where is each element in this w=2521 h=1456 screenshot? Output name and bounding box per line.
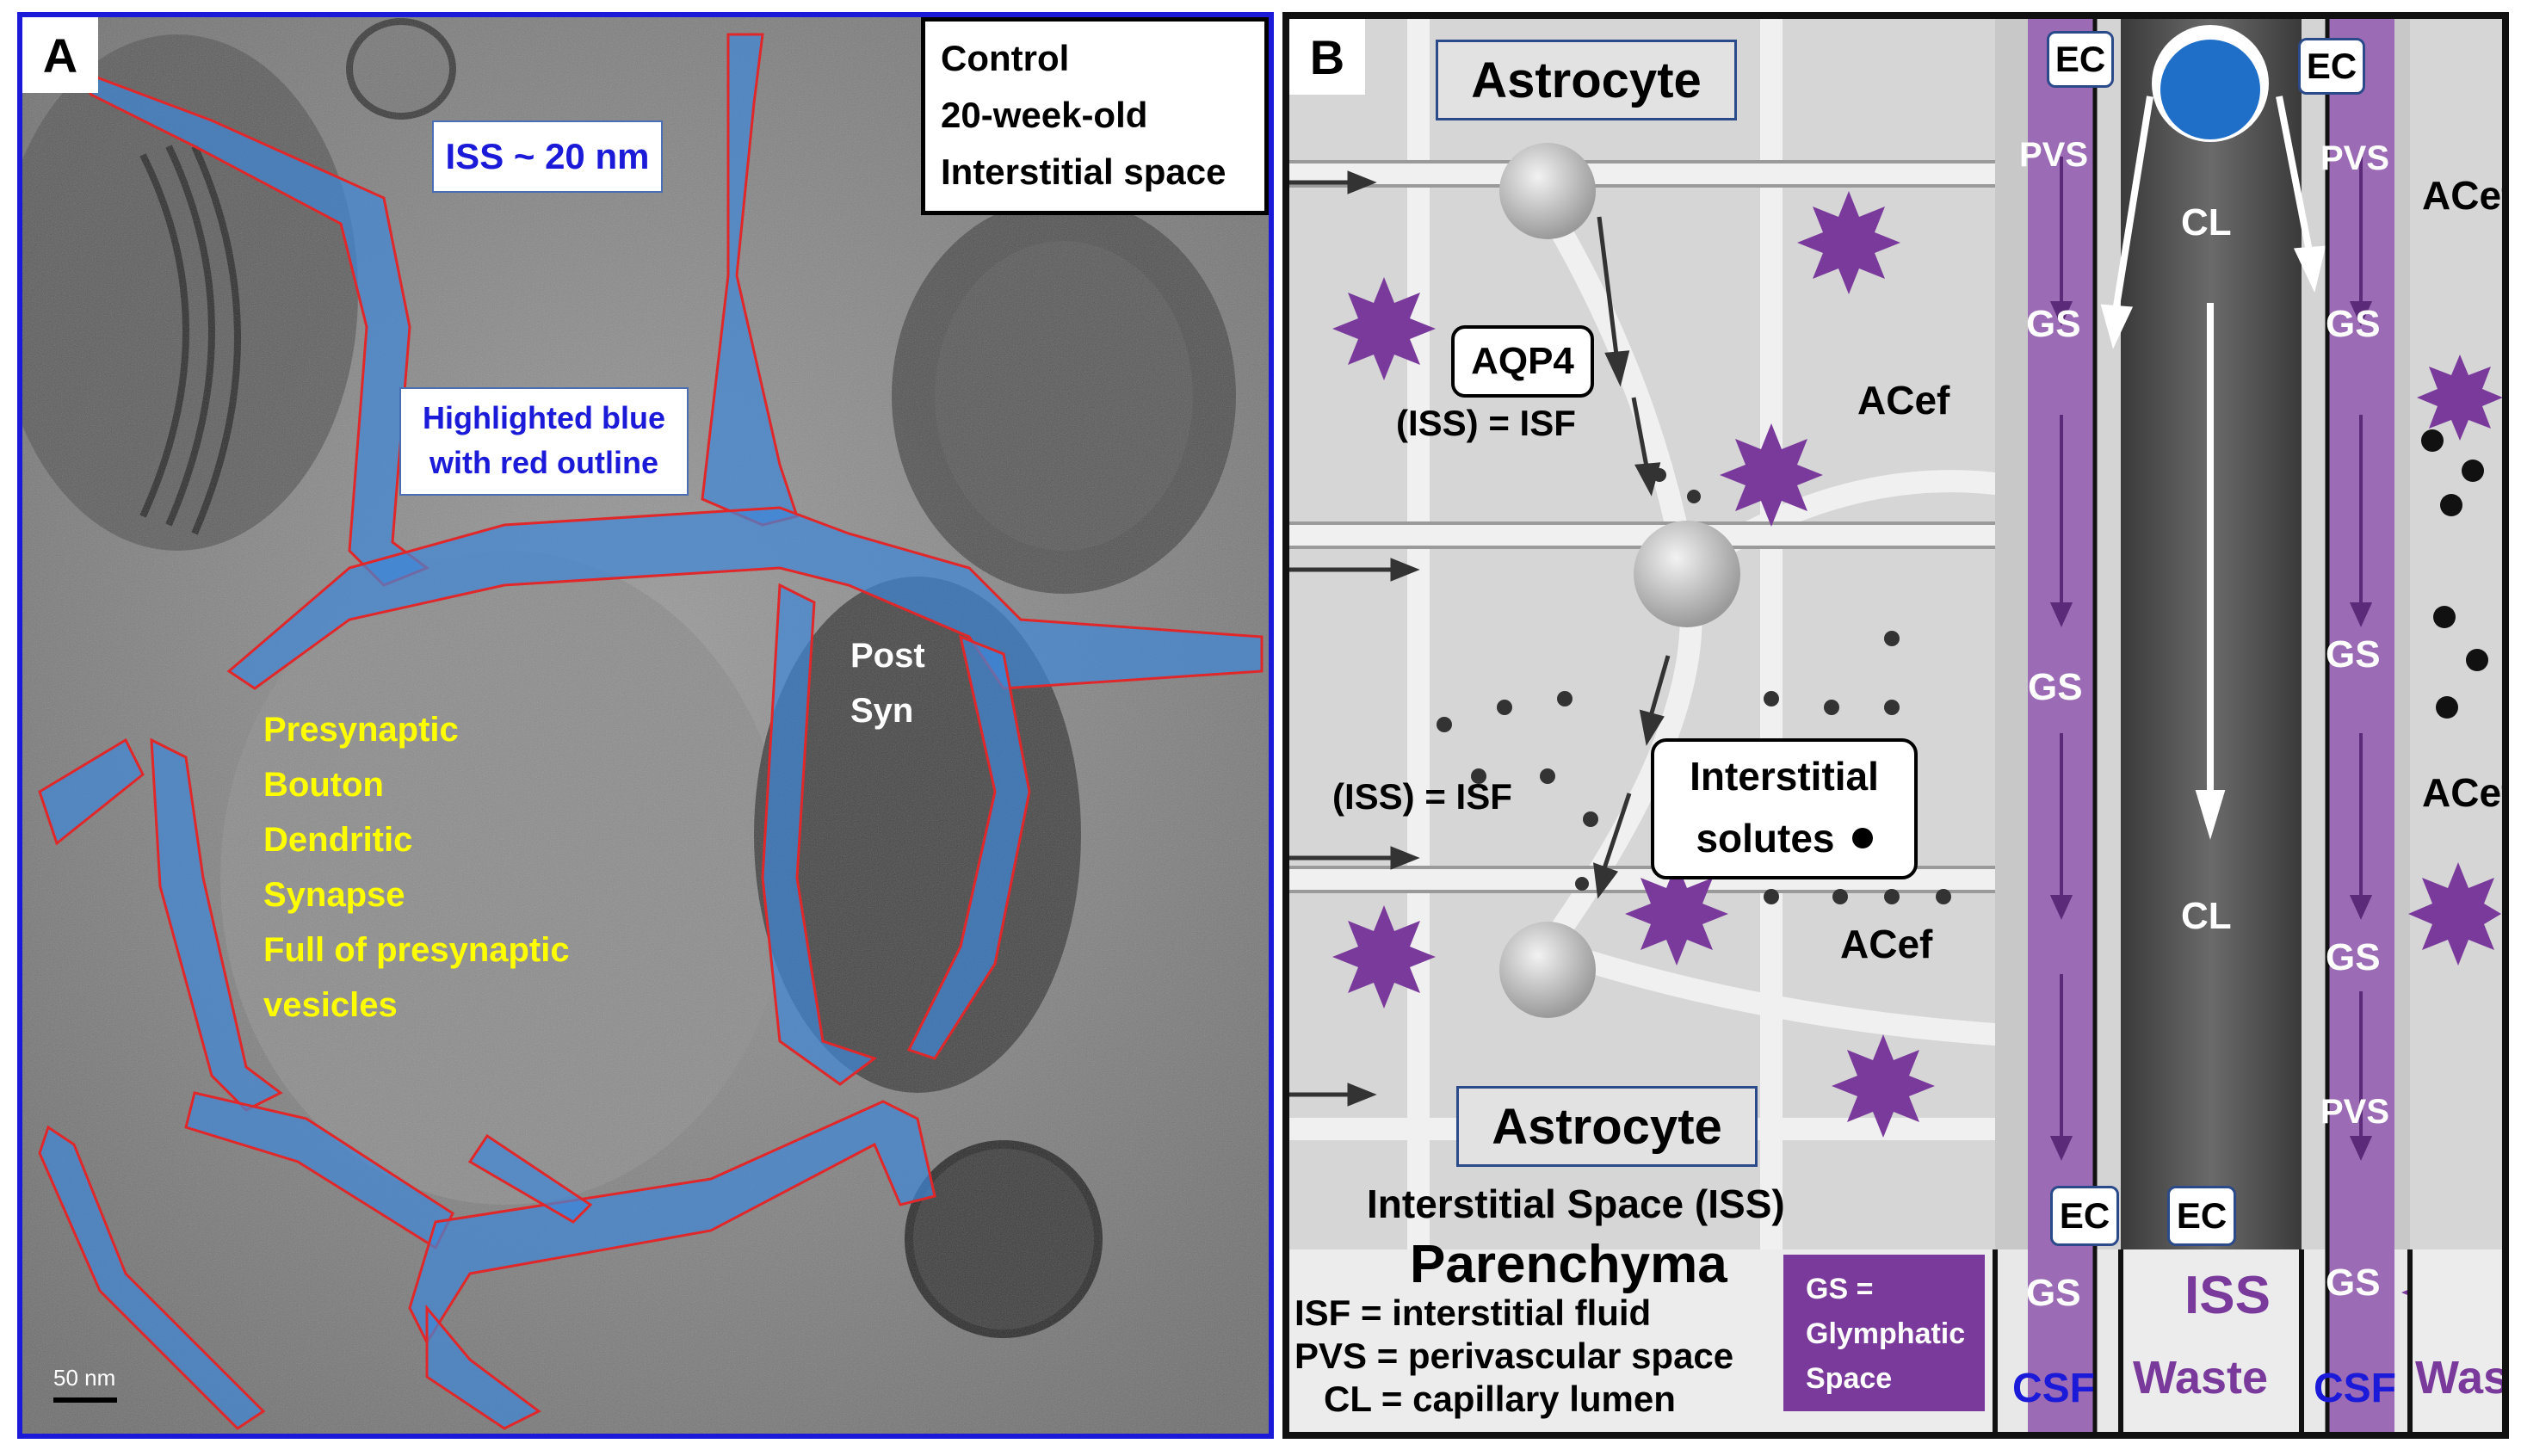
ec-top-right: EC (2298, 38, 2365, 95)
pvs-left-label: PVS (2019, 136, 2088, 175)
blood-cell (2160, 40, 2260, 139)
gs-left-2: GS (2028, 666, 2083, 709)
panel-b-diagram: B Astrocyte Astrocyte AQP4 (ISS) = ISF (… (1282, 12, 2509, 1439)
iss-isf-label-1: (ISS) = ISF (1396, 403, 1576, 444)
gs-left-1: GS (2026, 303, 2081, 346)
astrocyte-soma-2 (1634, 521, 1740, 627)
legend-pvs: PVS = perivascular space (1294, 1336, 1733, 1377)
waste-right-label: Waste (2415, 1351, 2509, 1404)
bottom-iss-label: ISS (2184, 1265, 2271, 1326)
acef-label-3: ACef (2422, 172, 2509, 219)
acef-label-4: ACef (2422, 769, 2509, 816)
cl-mid-label: CL (2181, 895, 2232, 938)
acef-label-1: ACef (1857, 377, 1949, 423)
astrocyte-soma-3 (1499, 922, 1596, 1018)
ec-bottom-right: EC (2167, 1186, 2236, 1246)
presyn-line-4: Synapse (263, 876, 405, 915)
presyn-line-6: vesicles (263, 986, 398, 1025)
presyn-line-3: Dendritic (263, 821, 412, 860)
gs-right-3: GS (2326, 936, 2381, 979)
ec-bottom-left: EC (2050, 1186, 2119, 1246)
gs-box-line-1: GS = (1806, 1267, 1985, 1311)
highlight-line-1: Highlighted blue (410, 396, 678, 441)
panel-b-letter: B (1289, 19, 1365, 95)
pvs-right-bottom-label: PVS (2320, 1093, 2389, 1132)
micrograph-illustration (22, 17, 1269, 1434)
gs-right-1: GS (2326, 303, 2381, 346)
info-line-2: 20-week-old (941, 87, 1249, 144)
gs-right-2: GS (2326, 633, 2381, 676)
astrocyte-top-label: Astrocyte (1436, 40, 1737, 120)
info-line-1: Control (941, 30, 1249, 87)
astrocyte-soma-1 (1499, 143, 1596, 239)
gs-box-line-2: Glymphatic (1806, 1311, 1985, 1356)
gs-box-line-3: Space (1806, 1356, 1985, 1401)
presyn-line-5: Full of presynaptic (263, 931, 570, 970)
gs-right-4: GS (2326, 1262, 2381, 1305)
solutes-line-2: solutes (1696, 807, 1834, 869)
interstitial-solutes-box: Interstitial solutes (1651, 738, 1918, 879)
gs-left-3: GS (2026, 1272, 2081, 1315)
gs-definition-box: GS = Glymphatic Space (1783, 1255, 1985, 1411)
iss-isf-label-2: (ISS) = ISF (1332, 776, 1512, 817)
solute-dot-icon (1852, 828, 1873, 848)
csf-right-label: CSF (2314, 1365, 2396, 1412)
highlight-line-2: with red outline (410, 441, 678, 485)
post-label: Post (850, 637, 925, 676)
astrocyte-bottom-label: Astrocyte (1456, 1086, 1758, 1167)
panel-a-micrograph: A Control 20-week-old Interstitial space… (17, 12, 1274, 1439)
csf-left-label: CSF (2012, 1365, 2095, 1412)
acef-label-2: ACef (1840, 921, 1932, 967)
parenchyma-label: Parenchyma (1410, 1234, 1727, 1295)
presyn-line-2: Bouton (263, 766, 384, 805)
scale-bar-label: 50 nm (53, 1365, 115, 1391)
panel-a-letter: A (22, 17, 98, 93)
solutes-line-1: Interstitial (1654, 745, 1914, 807)
scale-bar (53, 1397, 117, 1403)
legend-isf: ISF = interstitial fluid (1294, 1293, 1651, 1334)
aqp4-label: AQP4 (1451, 325, 1594, 398)
highlight-note: Highlighted blue with red outline (399, 387, 689, 496)
legend-cl: CL = capillary lumen (1324, 1379, 1676, 1420)
cl-top-label: CL (2181, 201, 2232, 244)
iss-title: Interstitial Space (ISS) (1367, 1181, 1785, 1227)
ec-top-left: EC (2047, 31, 2114, 88)
iss-size-label: ISS ~ 20 nm (432, 120, 663, 193)
info-line-3: Interstitial space (941, 144, 1249, 201)
pvs-right-top-label: PVS (2320, 139, 2389, 178)
syn-label: Syn (850, 692, 913, 731)
waste-mid-label: Waste (2133, 1351, 2268, 1404)
presyn-line-1: Presynaptic (263, 711, 459, 750)
panel-a-info-box: Control 20-week-old Interstitial space (921, 17, 1269, 215)
